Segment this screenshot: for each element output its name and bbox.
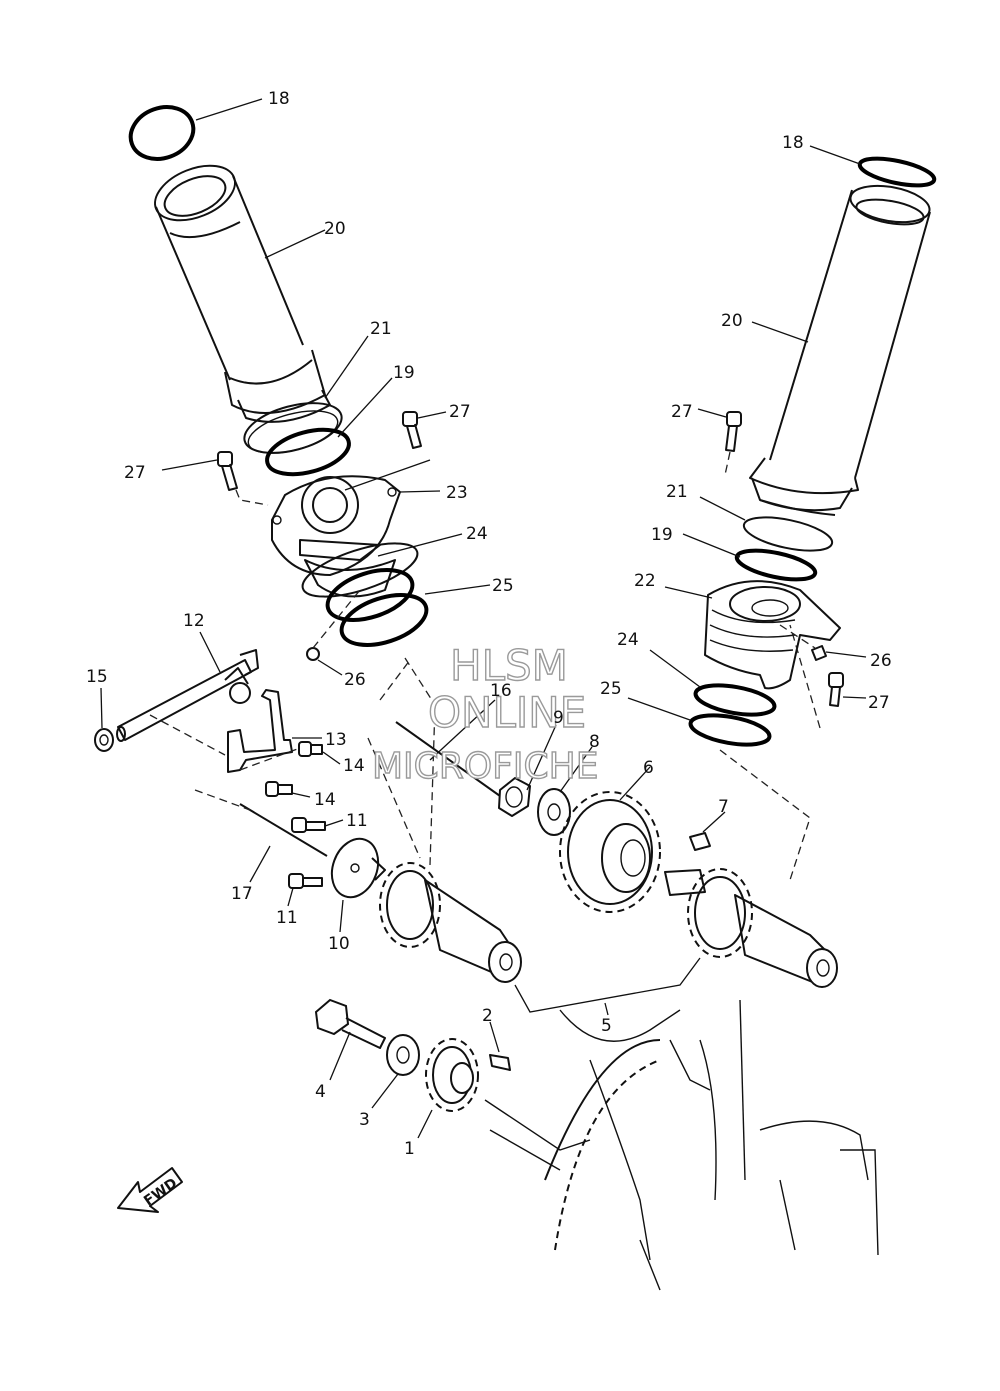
o-ring-25-right bbox=[688, 713, 772, 747]
callout-9: 9 bbox=[553, 708, 564, 728]
callout-26: 26 bbox=[870, 651, 892, 671]
callout-14: 14 bbox=[343, 756, 365, 776]
bolt-27-left-b bbox=[217, 451, 238, 491]
callout-6: 6 bbox=[643, 758, 654, 778]
housing-22-right bbox=[704, 580, 841, 690]
shift-shaft-12 bbox=[116, 649, 259, 742]
pin-17 bbox=[239, 803, 328, 857]
pin-26-left bbox=[306, 647, 320, 661]
key-7 bbox=[689, 832, 711, 851]
gear-6 bbox=[559, 791, 661, 913]
callout-27: 27 bbox=[124, 463, 146, 483]
engine-case-outline bbox=[484, 999, 879, 1291]
tube-20-right bbox=[749, 184, 931, 516]
callout-24: 24 bbox=[466, 524, 488, 544]
callout-12: 12 bbox=[183, 611, 205, 631]
washer-15 bbox=[94, 728, 114, 752]
callout-17: 17 bbox=[231, 884, 253, 904]
o-ring-18-left bbox=[128, 105, 196, 161]
callout-20: 20 bbox=[721, 311, 743, 331]
bolt-11-a bbox=[291, 817, 326, 833]
callout-25: 25 bbox=[492, 576, 514, 596]
stopper-plate-13 bbox=[227, 689, 293, 773]
ring-24-left bbox=[301, 542, 419, 598]
callout-11: 11 bbox=[346, 811, 368, 831]
watermark-line-3: MICROFICHE bbox=[372, 746, 598, 787]
housing-23-left bbox=[271, 475, 401, 598]
callout-20: 20 bbox=[324, 219, 346, 239]
o-ring-19-left bbox=[265, 427, 351, 477]
key-2 bbox=[489, 1054, 511, 1071]
washer-21-left bbox=[243, 402, 343, 454]
fwd-label: FWD bbox=[141, 1175, 180, 1209]
washer-3 bbox=[386, 1034, 420, 1076]
callout-11: 11 bbox=[276, 908, 298, 928]
gear-1 bbox=[425, 1038, 479, 1112]
callout-27: 27 bbox=[449, 402, 471, 422]
callout-14: 14 bbox=[314, 790, 336, 810]
watermark-line-2: ONLINE bbox=[428, 688, 586, 737]
callout-7: 7 bbox=[718, 797, 729, 817]
callout-27: 27 bbox=[671, 402, 693, 422]
tube-20-left bbox=[154, 164, 331, 423]
o-ring-19-right bbox=[734, 548, 818, 582]
callout-13: 13 bbox=[325, 730, 347, 750]
segment-10 bbox=[330, 837, 386, 899]
callout-19: 19 bbox=[651, 525, 673, 545]
washer-21-right bbox=[742, 516, 834, 552]
bolt-27-right-b bbox=[828, 672, 844, 707]
callout-21: 21 bbox=[666, 482, 688, 502]
screw-14-b bbox=[265, 781, 293, 797]
callout-5: 5 bbox=[601, 1016, 612, 1036]
callout-27: 27 bbox=[868, 693, 890, 713]
callouts: 18 20 21 19 27 27 23 24 25 26 12 15 13 1… bbox=[86, 89, 892, 1159]
callout-19: 19 bbox=[393, 363, 415, 383]
callout-26: 26 bbox=[344, 670, 366, 690]
watermark: HLSM ONLINE MICROFICHE bbox=[371, 640, 599, 787]
callout-4: 4 bbox=[315, 1082, 326, 1102]
o-ring-25-left-b bbox=[339, 593, 429, 647]
callout-18: 18 bbox=[268, 89, 290, 109]
o-ring-25-left-a bbox=[325, 568, 415, 622]
o-ring-18-right bbox=[857, 156, 937, 188]
callout-2: 2 bbox=[482, 1006, 493, 1026]
callout-21: 21 bbox=[370, 319, 392, 339]
camshaft-5-left bbox=[379, 862, 522, 983]
washer-8 bbox=[537, 788, 571, 836]
bolt-11-b bbox=[288, 873, 323, 889]
collar-9 bbox=[498, 777, 531, 817]
callout-3: 3 bbox=[359, 1110, 370, 1130]
callout-1: 1 bbox=[404, 1139, 415, 1159]
callout-15: 15 bbox=[86, 667, 108, 687]
bolt-27-left-a bbox=[402, 411, 422, 449]
ring-24-right bbox=[693, 683, 777, 717]
callout-24: 24 bbox=[617, 630, 639, 650]
callout-18: 18 bbox=[782, 133, 804, 153]
pin-26-right bbox=[811, 645, 827, 661]
callout-25: 25 bbox=[600, 679, 622, 699]
screw-14-a bbox=[298, 741, 323, 757]
callout-8: 8 bbox=[589, 732, 600, 752]
callout-16: 16 bbox=[490, 681, 512, 701]
callout-22: 22 bbox=[634, 571, 656, 591]
shaft-16 bbox=[395, 721, 501, 797]
camshaft-5-right bbox=[664, 868, 838, 988]
bolt-4 bbox=[314, 998, 386, 1049]
bolt-27-right-a bbox=[725, 411, 742, 452]
callout-10: 10 bbox=[328, 934, 350, 954]
watermark-line-1: HLSM bbox=[450, 641, 568, 690]
fwd-arrow: FWD bbox=[117, 1167, 183, 1213]
callout-23: 23 bbox=[446, 483, 468, 503]
